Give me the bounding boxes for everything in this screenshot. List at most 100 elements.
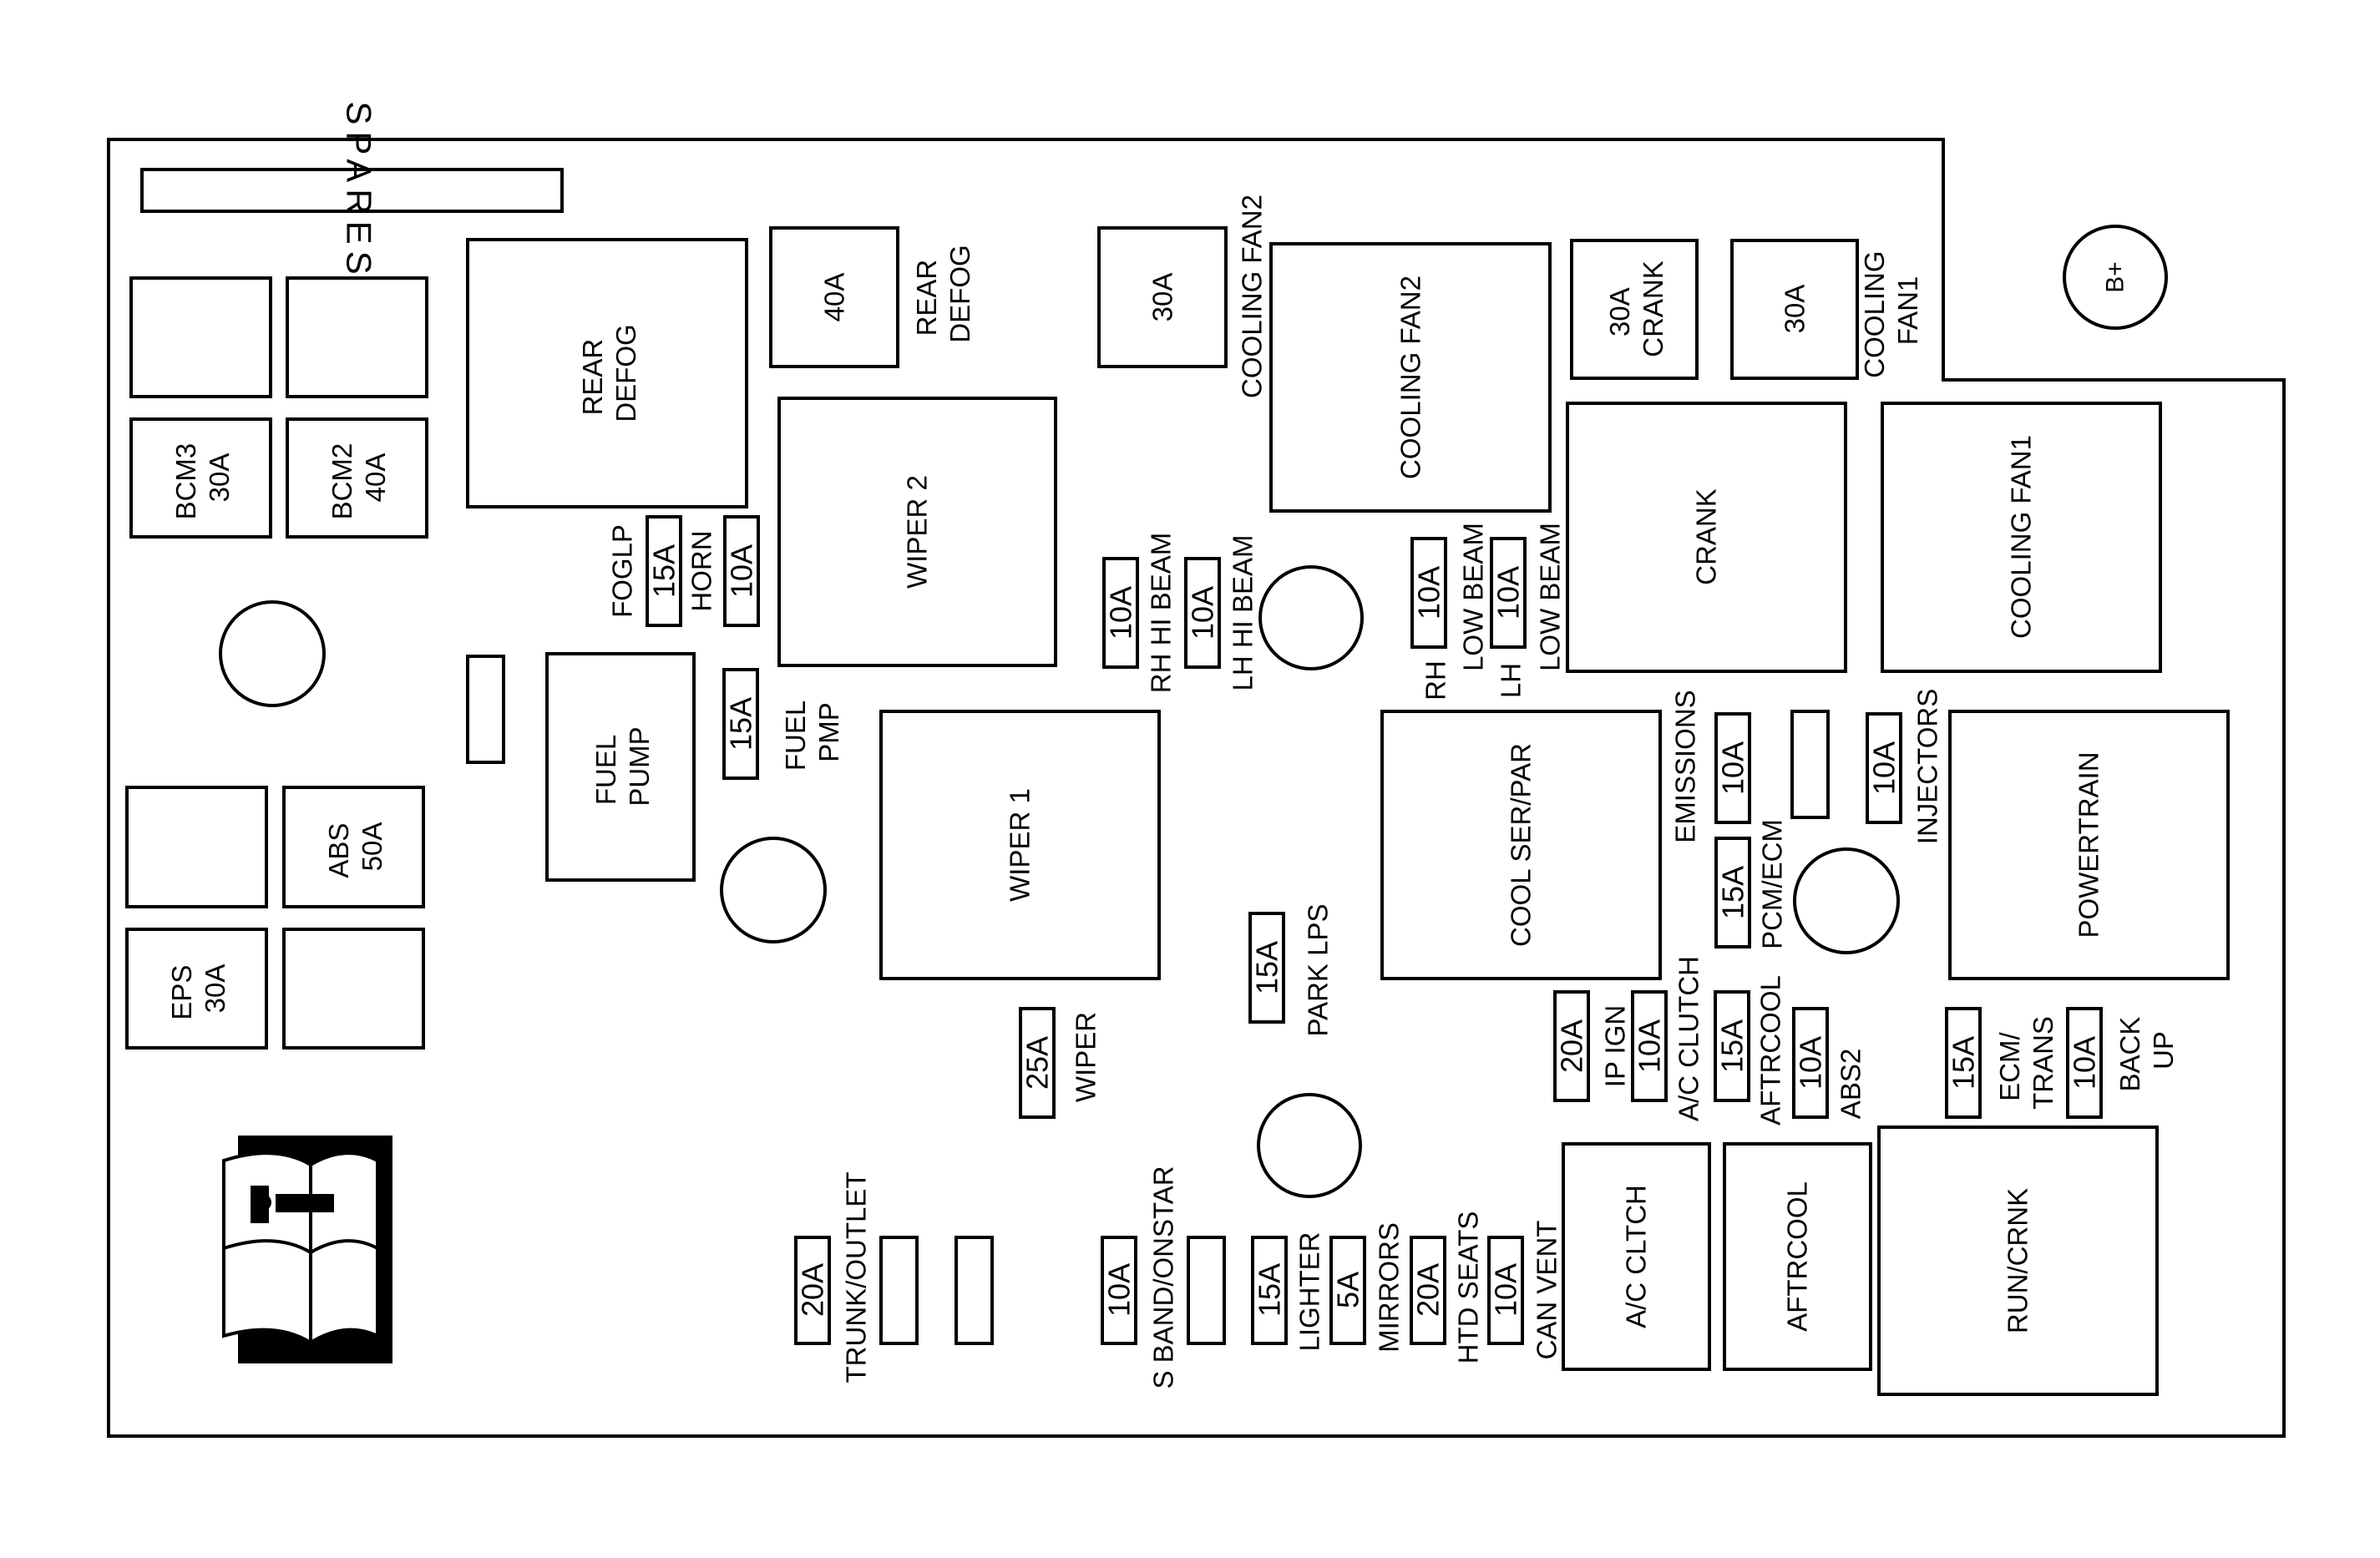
fuse-back-up: 10A BACK UP bbox=[2066, 1007, 2179, 1119]
fuse-fuel-pmp: 15A FUEL PMP bbox=[722, 668, 844, 780]
relay-powertrain: POWERTRAIN bbox=[1948, 710, 2230, 980]
fuse-label: LH bbox=[1496, 663, 1527, 698]
maxi-rear-defog: 40A REAR DEFOG bbox=[769, 226, 975, 368]
fuse-label: EMISSIONS bbox=[1670, 690, 1701, 842]
fuse-rating: 10A bbox=[725, 544, 759, 598]
fuse-rh-hi-beam: 10A RH HI BEAM bbox=[1102, 533, 1177, 693]
fuse-park-lps: 15A PARK LPS bbox=[1248, 904, 1334, 1036]
relay-ac-clutch: A/C CLTCH bbox=[1562, 1142, 1711, 1371]
fuse-rating: 15A bbox=[1716, 866, 1750, 919]
b-plus-terminal: B+ bbox=[2063, 225, 2168, 330]
relay-label: DEFOG bbox=[610, 324, 641, 422]
relay-aftrcool: AFTRCOOL bbox=[1723, 1142, 1872, 1371]
fuse-label: FUEL bbox=[780, 701, 811, 771]
maxi-label: ABS bbox=[323, 823, 354, 878]
maxi-label: REAR bbox=[911, 260, 942, 336]
fuse-label: TRANS bbox=[2028, 1016, 2058, 1110]
fuse-rating: 20A bbox=[1411, 1263, 1446, 1317]
spares-label: SPARES bbox=[340, 101, 379, 281]
maxi-rating: 30A bbox=[1780, 285, 1810, 334]
fuse-label: ABS2 bbox=[1836, 1049, 1866, 1119]
fuse-rating: 5A bbox=[1331, 1272, 1365, 1308]
fuse-label: WIPER bbox=[1071, 1012, 1101, 1102]
empty-maxi-slot bbox=[282, 928, 425, 1050]
empty-mini-slot bbox=[1790, 710, 1830, 819]
svg-text:ABS 50A: ABS 50A bbox=[323, 815, 387, 878]
maxi-crank: 30A CRANK bbox=[1570, 239, 1699, 380]
fuse-label: AFTRCOOL bbox=[1755, 975, 1786, 1126]
relay-label: FUEL bbox=[590, 735, 621, 805]
relay-label: POWERTRAIN bbox=[2074, 751, 2104, 938]
maxi-label: EPS bbox=[166, 965, 197, 1020]
svg-text:BACK UP: BACK UP bbox=[2114, 1009, 2179, 1091]
fuse-abs2: 10A ABS2 bbox=[1792, 1007, 1866, 1119]
fuse-label: IP IGN bbox=[1600, 1005, 1631, 1087]
fuse-emissions: 10A EMISSIONS bbox=[1670, 690, 1751, 843]
maxi-rating: 50A bbox=[357, 822, 387, 872]
maxi-rating: 40A bbox=[819, 273, 850, 322]
empty-maxi-slot bbox=[286, 276, 428, 398]
relay-wiper1: WIPER 1 bbox=[879, 710, 1161, 980]
relay-fuel-pump: FUEL PUMP bbox=[545, 652, 696, 882]
fuse-rating: 15A bbox=[724, 697, 758, 751]
empty-mini-slot bbox=[466, 655, 505, 764]
empty-maxi-slot bbox=[129, 276, 272, 398]
svg-text:REAR DEFOG: REAR DEFOG bbox=[577, 324, 641, 422]
fuse-htd-seats: 20A HTD SEATS bbox=[1410, 1211, 1484, 1363]
fuse-rating: 15A bbox=[1253, 1263, 1287, 1317]
fuse-label: LIGHTER bbox=[1294, 1232, 1325, 1351]
fuse-rating: 10A bbox=[1794, 1036, 1828, 1090]
relay-label: WIPER 2 bbox=[902, 475, 933, 589]
relay-label: RUN/CRNK bbox=[2003, 1188, 2033, 1333]
fuse-lh-hi-beam: 10A LH HI BEAM bbox=[1184, 534, 1258, 691]
relay-cool-ser-par: COOL SER/PAR bbox=[1380, 710, 1662, 980]
fuse-foglp: 15A FOGLP bbox=[607, 515, 682, 627]
mounting-hole bbox=[1793, 847, 1900, 954]
relay-run-crnk: RUN/CRNK bbox=[1877, 1126, 2159, 1396]
fuse-label: S BAND/ONSTAR bbox=[1148, 1166, 1179, 1389]
fuse-pcm-ecm: 15A PCM/ECM bbox=[1714, 819, 1788, 949]
fuse-label: ECM/ bbox=[1994, 1032, 2025, 1101]
fuse-block-outline bbox=[107, 138, 2286, 1438]
empty-mini-slot bbox=[955, 1236, 994, 1345]
fuse-horn: 10A HORN bbox=[686, 515, 760, 627]
fuse-label: LOW BEAM bbox=[1535, 523, 1566, 671]
maxi-abs: ABS 50A bbox=[282, 786, 425, 908]
maxi-label: DEFOG bbox=[944, 245, 975, 342]
maxi-eps: EPS 30A bbox=[125, 928, 268, 1050]
mounting-hole bbox=[720, 837, 827, 943]
svg-text:EPS 30A: EPS 30A bbox=[166, 957, 230, 1019]
fuse-label: HORN bbox=[686, 530, 717, 611]
maxi-rating: 30A bbox=[200, 964, 230, 1014]
relay-cooling-fan2: COOLING FAN2 bbox=[1269, 242, 1552, 513]
mounting-hole bbox=[1257, 1093, 1362, 1198]
empty-mini-slot bbox=[1187, 1236, 1226, 1345]
svg-text:BCM3 30A: BCM3 30A bbox=[170, 436, 235, 520]
fuse-label: LOW BEAM bbox=[1458, 523, 1489, 671]
svg-text:COOLING FAN1: COOLING FAN1 bbox=[1859, 243, 1923, 377]
spares-strip: SPARES bbox=[140, 101, 564, 281]
fuse-label: UP bbox=[2148, 1031, 2179, 1070]
fuse-label: INJECTORS bbox=[1912, 689, 1943, 844]
fuse-label: LH HI BEAM bbox=[1228, 534, 1258, 690]
fuse-rating: 10A bbox=[1716, 741, 1750, 795]
maxi-cooling-fan2: 30A COOLING FAN2 bbox=[1097, 195, 1268, 398]
fuse-rating: 15A bbox=[1947, 1036, 1981, 1090]
fuse-mirrors: 5A MIRRORS bbox=[1329, 1222, 1405, 1353]
fuse-rating: 10A bbox=[1102, 1263, 1137, 1317]
fuse-rating: 10A bbox=[1186, 586, 1220, 640]
relay-rear-defog: REAR DEFOG bbox=[466, 238, 748, 508]
fuse-rating: 15A bbox=[647, 544, 681, 598]
svg-text:REAR DEFOG: REAR DEFOG bbox=[911, 245, 975, 342]
maxi-label: BCM2 bbox=[327, 443, 357, 520]
fuse-rating: 10A bbox=[1867, 741, 1901, 795]
fuse-ip-ign: 20A IP IGN bbox=[1553, 990, 1631, 1102]
maxi-rating: 30A bbox=[1604, 287, 1635, 336]
svg-text:FUEL PMP: FUEL PMP bbox=[780, 694, 844, 771]
relay-label: WIPER 1 bbox=[1005, 788, 1036, 902]
relay-label: COOLING FAN1 bbox=[2006, 435, 2037, 639]
fuse-rating: 10A bbox=[1491, 566, 1526, 620]
relay-label: COOL SER/PAR bbox=[1506, 743, 1537, 947]
svg-text:ECM/ TRANS: ECM/ TRANS bbox=[1994, 1016, 2058, 1110]
